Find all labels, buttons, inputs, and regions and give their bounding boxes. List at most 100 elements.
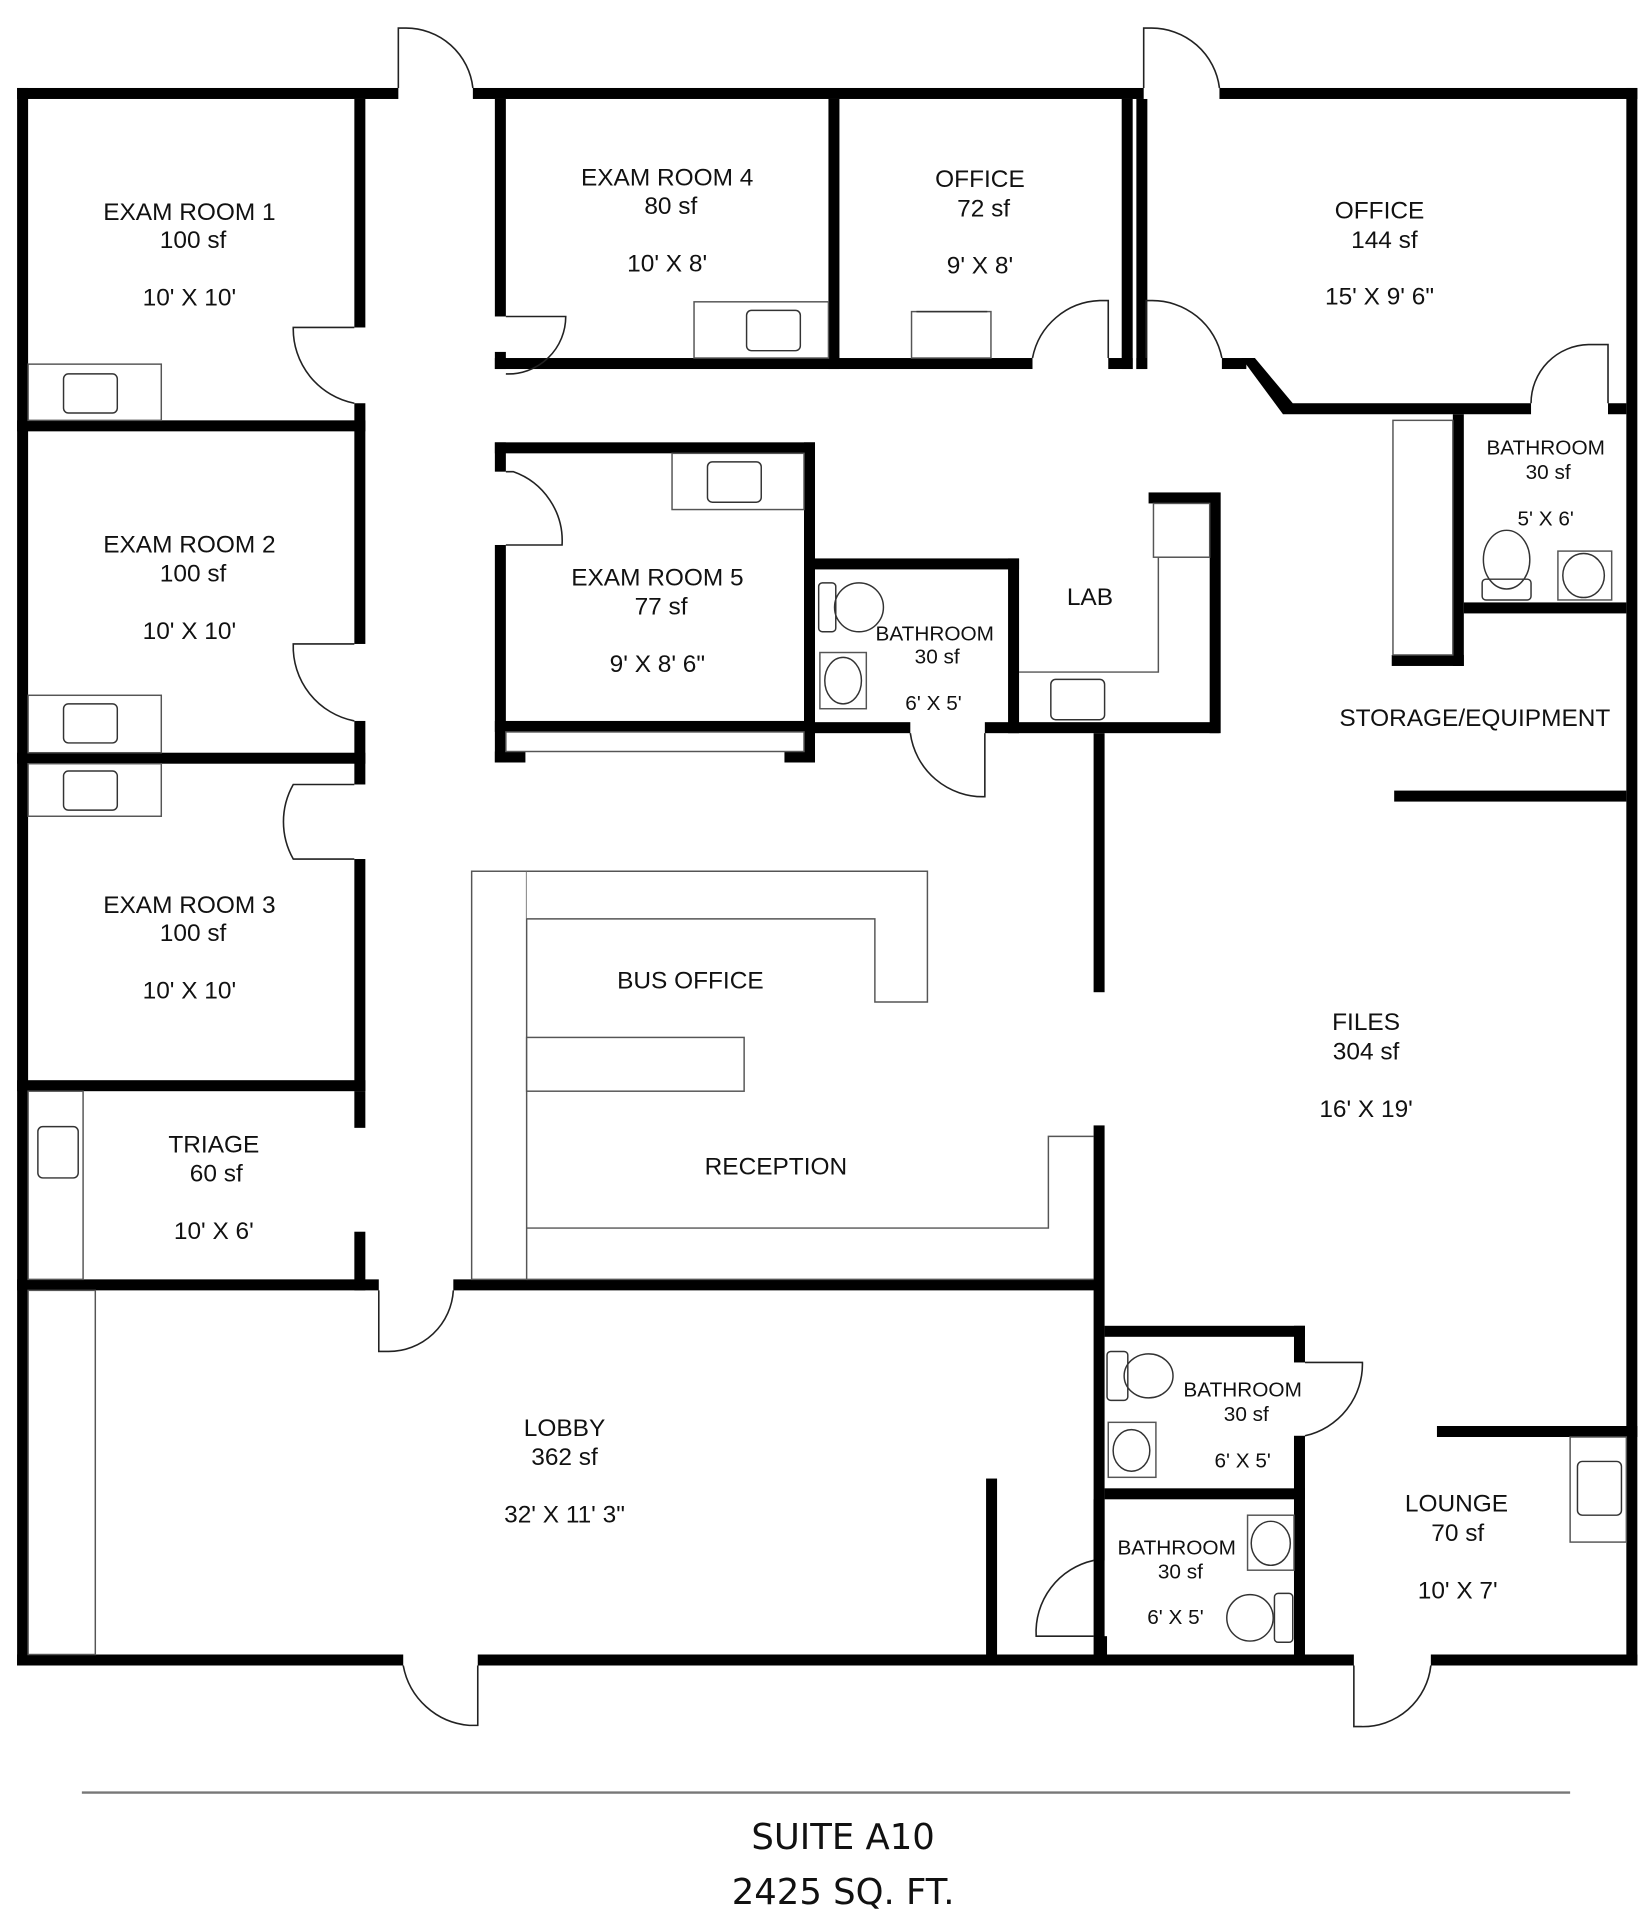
door-swing-icon [402, 1665, 479, 1727]
svg-text:10' X 8': 10' X 8' [627, 250, 707, 277]
total-area: 2425 SQ. FT. [732, 1872, 955, 1913]
svg-text:80 sf: 80 sf [644, 193, 697, 220]
room-exam-room-3: EXAM ROOM 3 100 sf 10' X 10' [103, 892, 275, 1005]
sink-icon [1576, 1460, 1623, 1516]
plan-footer: SUITE A10 2425 SQ. FT. [81, 1791, 1571, 1913]
svg-text:77 sf: 77 sf [635, 594, 688, 621]
desk [910, 310, 992, 359]
svg-text:10' X 10': 10' X 10' [143, 977, 237, 1004]
svg-text:BATHROOM: BATHROOM [1183, 1379, 1301, 1402]
door-swing-icon [282, 783, 355, 860]
sink-icon [62, 770, 119, 811]
suite-name: SUITE A10 [751, 1817, 934, 1858]
door-swing-icon [1031, 299, 1110, 359]
sink-icon [1112, 1428, 1151, 1472]
svg-text:10' X 6': 10' X 6' [174, 1218, 254, 1245]
svg-text:6' X 5': 6' X 5' [905, 692, 961, 715]
sink-icon [37, 1125, 79, 1179]
svg-text:30 sf: 30 sf [1224, 1403, 1269, 1426]
door-swing-icon [505, 470, 563, 546]
sink-icon [706, 461, 762, 503]
lab-cabinet [1152, 502, 1211, 558]
bench [27, 1289, 97, 1656]
counter [1569, 1436, 1628, 1543]
svg-text:LOUNGE: LOUNGE [1405, 1491, 1508, 1518]
svg-text:16' X 19': 16' X 19' [1319, 1096, 1413, 1123]
door-swing-icon [377, 1290, 455, 1353]
room-files: FILES 304 sf 16' X 19' [1319, 1009, 1413, 1123]
room-bathroom-center: BATHROOM 30 sf 6' X 5' [876, 622, 994, 715]
sink-icon [1050, 678, 1106, 721]
door-swing-icon [1304, 1361, 1364, 1437]
room-triage: TRIAGE 60 sf 10' X 6' [168, 1131, 259, 1245]
svg-text:6' X 5': 6' X 5' [1147, 1606, 1203, 1629]
svg-text:9' X 8' 6": 9' X 8' 6" [610, 651, 705, 678]
cabinet [1392, 419, 1454, 656]
counter [693, 301, 830, 359]
room-bathroom-se-upper: BATHROOM 30 sf 6' X 5' [1183, 1379, 1301, 1473]
svg-text:EXAM ROOM 2: EXAM ROOM 2 [103, 531, 275, 558]
sink-icon [1562, 552, 1606, 599]
counter [27, 1090, 84, 1281]
desk [525, 1036, 745, 1092]
room-bus-office: BUS OFFICE [617, 968, 764, 995]
room-exam-room-1: EXAM ROOM 1 100 sf 10' X 10' [103, 199, 275, 312]
svg-text:100 sf: 100 sf [160, 561, 227, 588]
svg-text:OFFICE: OFFICE [1335, 198, 1425, 225]
sink-icon [824, 656, 863, 705]
svg-text:EXAM ROOM 4: EXAM ROOM 4 [581, 165, 753, 192]
doors [282, 27, 1609, 1728]
toilet-icon [1123, 1353, 1174, 1399]
sink-icon [62, 703, 119, 744]
door-swing-icon [1142, 27, 1221, 89]
door-swing-icon [1353, 1665, 1432, 1728]
svg-text:RECEPTION: RECEPTION [705, 1153, 847, 1180]
room-exam-room-2: EXAM ROOM 2 100 sf 10' X 10' [103, 531, 275, 645]
door-swing-icon [909, 733, 986, 798]
svg-text:10' X 10': 10' X 10' [143, 284, 237, 311]
room-bathroom-se-lower: BATHROOM 30 sf 6' X 5' [1117, 1536, 1235, 1629]
svg-text:32' X 11' 3": 32' X 11' 3" [504, 1502, 625, 1529]
toilet-tank [1106, 1350, 1129, 1402]
interior-walls [17, 98, 1638, 1666]
counter [671, 452, 805, 511]
svg-text:100 sf: 100 sf [160, 227, 227, 254]
svg-text:STORAGE/EQUIPMENT: STORAGE/EQUIPMENT [1339, 705, 1610, 732]
svg-text:304 sf: 304 sf [1333, 1038, 1400, 1065]
room-exam-room-4: EXAM ROOM 4 80 sf 10' X 8' [581, 165, 753, 278]
door-swing-icon [1145, 299, 1223, 359]
svg-text:FILES: FILES [1332, 1009, 1400, 1036]
exterior-walls [17, 87, 1638, 1666]
room-storage-equipment: STORAGE/EQUIPMENT [1339, 705, 1610, 732]
svg-text:5' X 6': 5' X 6' [1517, 507, 1573, 530]
svg-text:362 sf: 362 sf [531, 1444, 598, 1471]
door-swing-icon [1035, 1559, 1094, 1637]
reception-counter [470, 870, 528, 1281]
svg-text:30 sf: 30 sf [1158, 1561, 1203, 1584]
toilet-icon [1226, 1593, 1274, 1642]
svg-text:OFFICE: OFFICE [935, 166, 1025, 193]
room-lobby: LOBBY 362 sf 32' X 11' 3" [504, 1415, 625, 1529]
counter [27, 762, 163, 817]
sink-icon [1250, 1520, 1292, 1567]
svg-text:LOBBY: LOBBY [524, 1415, 605, 1442]
svg-text:BATHROOM: BATHROOM [1117, 1536, 1235, 1559]
svg-text:10' X 7': 10' X 7' [1418, 1577, 1498, 1604]
toilet-icon [1482, 529, 1531, 590]
counter [27, 363, 163, 422]
svg-text:30 sf: 30 sf [915, 646, 960, 669]
door-swing-icon [292, 326, 355, 405]
svg-text:100 sf: 100 sf [160, 920, 227, 947]
svg-text:BATHROOM: BATHROOM [1486, 437, 1604, 460]
room-office-large: OFFICE 144 sf 15' X 9' 6" [1325, 198, 1434, 311]
sink-icon [62, 373, 119, 414]
svg-text:60 sf: 60 sf [190, 1161, 243, 1188]
svg-text:70 sf: 70 sf [1431, 1520, 1484, 1547]
fixtures [27, 301, 1628, 1656]
room-lounge: LOUNGE 70 sf 10' X 7' [1405, 1491, 1508, 1605]
svg-text:144 sf: 144 sf [1351, 227, 1418, 254]
room-bathroom-ne: BATHROOM 30 sf 5' X 6' [1486, 437, 1604, 531]
toilet-tank [817, 582, 837, 633]
room-lab: LAB [1067, 584, 1113, 611]
